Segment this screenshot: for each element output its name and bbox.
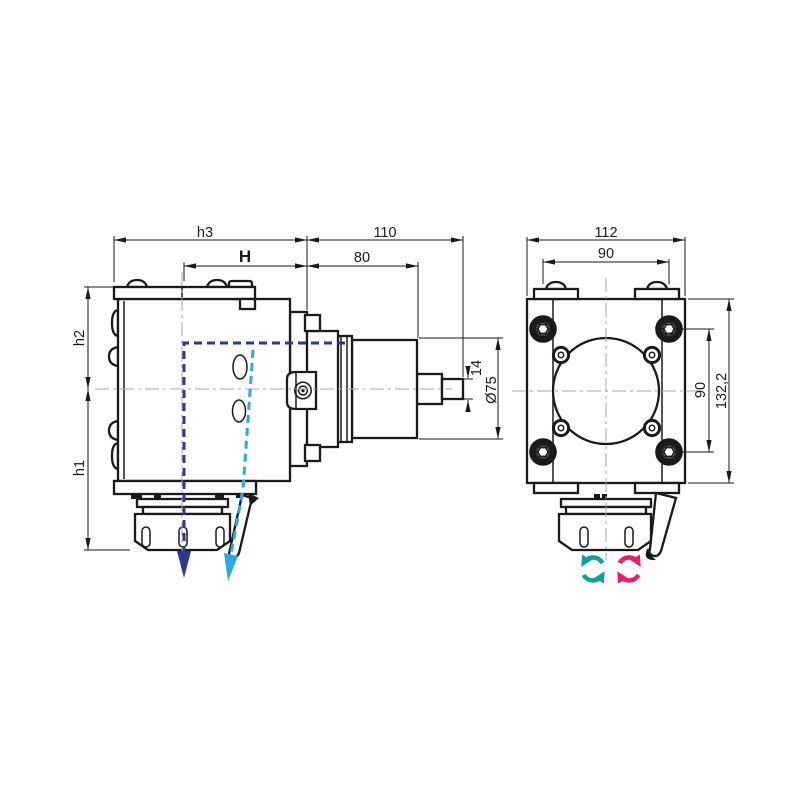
housing-body (116, 297, 292, 483)
cap-tab (227, 279, 254, 289)
top-tab (633, 287, 681, 301)
cap-dome (544, 280, 568, 291)
dim-label-90-side: 90 (693, 382, 709, 398)
dim-label-h3: h3 (197, 225, 213, 241)
clamp-screw-block (285, 370, 318, 411)
axial-feed-arrow (177, 551, 191, 578)
rotation-icons (581, 554, 641, 584)
side-port-bump (110, 308, 120, 338)
side-view-body (107, 278, 465, 559)
oval-slot (231, 399, 247, 423)
front-view: 112 90 90 132,2 (512, 225, 734, 584)
clamp-lever-front (645, 491, 678, 561)
housing-tab (303, 313, 322, 333)
dim-label-112: 112 (594, 225, 617, 241)
bottom-tab (633, 481, 681, 495)
dim-label-14: 14 (469, 360, 485, 376)
dim-label-110: 110 (373, 225, 396, 241)
clamp-screw (294, 381, 312, 400)
pin-hole (642, 345, 662, 365)
tool-axis-line (177, 341, 345, 578)
pin-hole (551, 345, 571, 365)
swivel-axis-dashed (229, 349, 255, 555)
nut-slot (579, 526, 589, 548)
collet-nut (557, 512, 653, 552)
front-body (512, 278, 700, 561)
housing-tab (303, 443, 322, 463)
hex-screw (656, 316, 682, 342)
angled-feed-arrow (224, 553, 238, 581)
cap-plate (112, 285, 257, 301)
collet-chuck-front (557, 494, 653, 552)
pin-hole (642, 418, 662, 438)
dim-label-h1: h1 (72, 460, 88, 476)
side-port-bump (107, 419, 120, 442)
pin-hole (551, 418, 571, 438)
side-view: h3 110 H 80 h2 h1 14 Ø75 (72, 225, 503, 581)
front-dimensions: 112 90 90 132,2 (526, 225, 734, 484)
nut-slot (141, 526, 151, 548)
cap-step (238, 297, 257, 311)
cap-dome (205, 278, 229, 289)
bottom-tab (532, 481, 580, 495)
dim-label-H: H (239, 247, 251, 266)
oval-slot (232, 354, 248, 380)
hex-screw (656, 439, 682, 465)
tool-cap (112, 278, 257, 311)
centerlines (95, 272, 452, 560)
cap-dome (125, 278, 149, 289)
side-dimensions: h3 110 H 80 h2 h1 14 Ø75 (72, 225, 503, 551)
cw-rotation-icon (617, 554, 641, 584)
tool-axis-dashed (182, 341, 345, 552)
hex-screw (530, 316, 556, 342)
hex-screw (530, 439, 556, 465)
top-tab (532, 287, 580, 301)
ccw-rotation-icon (581, 554, 605, 584)
side-port-bump (110, 441, 120, 471)
nut-slot (624, 526, 634, 548)
dim-label-132: 132,2 (714, 373, 730, 409)
side-port-bump (107, 345, 120, 368)
dim-label-80: 80 (354, 250, 370, 266)
dim-label-90-top: 90 (598, 246, 614, 262)
nut-slot (215, 526, 225, 548)
dim-label-d75: Ø75 (484, 376, 500, 403)
cap-dome (645, 280, 669, 291)
dim-label-h2: h2 (72, 330, 88, 346)
swivel-axis-line (224, 349, 255, 581)
